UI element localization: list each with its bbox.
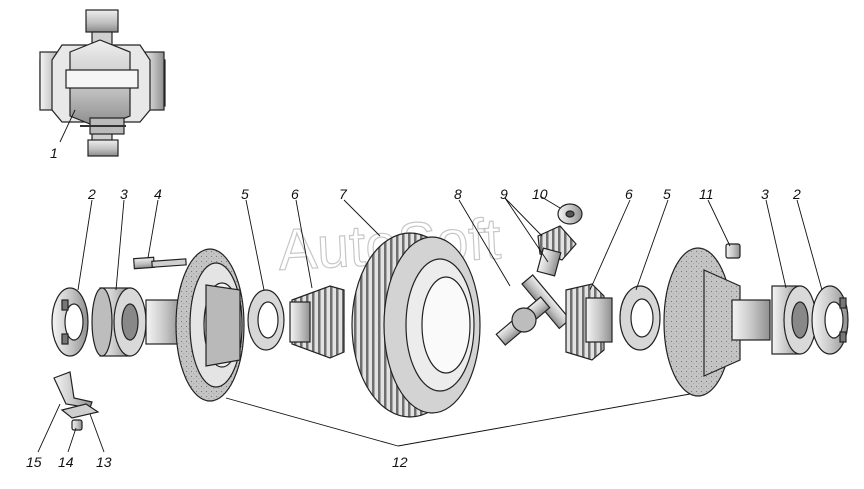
side-gear-left: [289, 285, 345, 359]
bolt: [133, 256, 187, 270]
callout-2-right: 2: [792, 186, 801, 202]
callout-3-right: 3: [761, 186, 769, 202]
callout-4: 4: [154, 186, 162, 202]
leader-lines: [37, 109, 823, 453]
thrust-washer-right: [619, 285, 661, 351]
sectional-view-assembly: [39, 9, 166, 157]
cross-spider: [495, 274, 571, 346]
callout-2-left: 2: [87, 186, 96, 202]
nut-right: [811, 285, 849, 355]
callout-10: 10: [532, 186, 548, 202]
callout-1: 1: [50, 145, 58, 161]
ring-gear: [351, 232, 481, 418]
differential-case-left-half: [145, 248, 245, 402]
bearing-left: [91, 287, 147, 357]
callout-14: 14: [58, 454, 74, 470]
bearing-right: [771, 285, 817, 355]
differential-case-right-half: [663, 247, 771, 397]
callout-labels: 1 2 3 4 5 6 7 8 9 10 6 5 11 3 2 12 15 14…: [26, 145, 801, 470]
callout-15: 15: [26, 454, 42, 470]
callout-11: 11: [699, 186, 714, 202]
callout-5-right: 5: [663, 186, 671, 202]
callout-7: 7: [339, 186, 348, 202]
callout-12: 12: [392, 454, 408, 470]
callout-8: 8: [454, 186, 462, 202]
callout-9: 9: [500, 186, 508, 202]
pinion-washer: [557, 203, 583, 225]
side-gear-right: [565, 283, 613, 361]
plug: [725, 243, 741, 259]
callout-6-left: 6: [291, 186, 299, 202]
lock-plate-and-screw: [53, 371, 100, 431]
thrust-washer-left: [247, 289, 285, 351]
pinion-gears: [536, 225, 577, 277]
callout-13: 13: [96, 454, 112, 470]
callout-6-right: 6: [625, 186, 633, 202]
callout-5-left: 5: [241, 186, 249, 202]
callout-3-left: 3: [120, 186, 128, 202]
nut-left: [51, 287, 89, 357]
